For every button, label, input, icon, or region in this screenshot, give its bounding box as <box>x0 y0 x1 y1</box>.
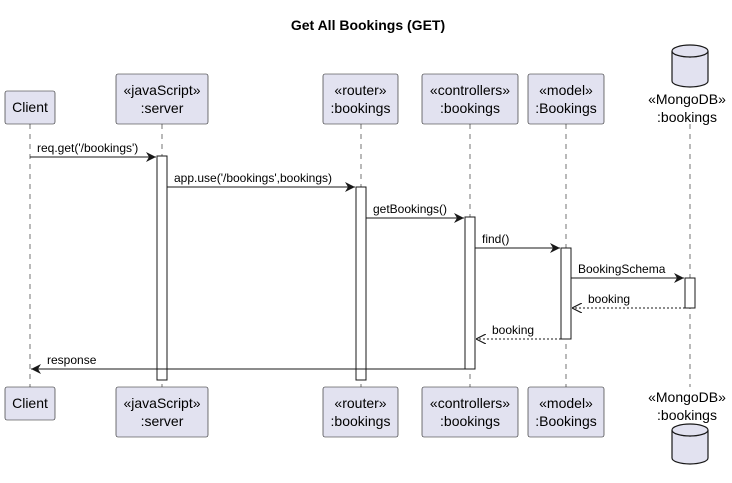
diagram-title: Get All Bookings (GET) <box>291 17 445 33</box>
participant-controllers-bottom: «controllers» :bookings <box>421 386 519 438</box>
participant-db-bottom: «MongoDB» :bookings <box>648 389 726 465</box>
svg-text:booking: booking <box>492 323 534 337</box>
activation-db <box>684 277 696 309</box>
svg-text::bookings: :bookings <box>657 109 717 125</box>
participant-controllers-top: «controllers» :bookings <box>421 73 519 125</box>
svg-text::bookings: :bookings <box>331 100 391 116</box>
participant-client-bottom: Client <box>4 386 56 421</box>
participant-server-top: «javaScript» :server <box>115 73 209 125</box>
svg-text::server: :server <box>141 100 184 116</box>
svg-text:booking: booking <box>588 292 630 306</box>
participant-db-top: «MongoDB» :bookings <box>648 44 726 125</box>
database-icon <box>671 423 709 465</box>
svg-text:«controllers»: «controllers» <box>430 82 510 98</box>
svg-text:«router»: «router» <box>334 82 386 98</box>
activation-model <box>560 247 572 340</box>
svg-text::bookings: :bookings <box>440 413 500 429</box>
participant-router-bottom: «router» :bookings <box>322 386 399 438</box>
svg-text:app.use('/bookings',bookings): app.use('/bookings',bookings) <box>174 171 332 185</box>
svg-text::bookings: :bookings <box>657 407 717 423</box>
svg-text::Bookings: :Bookings <box>535 100 596 116</box>
svg-text:«MongoDB»: «MongoDB» <box>648 389 726 405</box>
svg-text:«router»: «router» <box>334 395 386 411</box>
activation-controllers <box>464 216 476 370</box>
svg-text::bookings: :bookings <box>440 100 500 116</box>
message-app-use: app.use('/bookings',bookings) <box>167 171 355 192</box>
svg-text:Client: Client <box>12 99 48 115</box>
activation-server <box>156 155 168 381</box>
participant-router-top: «router» :bookings <box>322 73 399 125</box>
svg-text:«MongoDB»: «MongoDB» <box>648 91 726 107</box>
participant-model-bottom: «model» :Bookings <box>527 386 605 438</box>
svg-text:Client: Client <box>12 395 48 411</box>
svg-text:response: response <box>47 353 97 367</box>
svg-text::server: :server <box>141 413 184 429</box>
svg-text:req.get('/bookings'): req.get('/bookings') <box>37 141 138 155</box>
message-req-get: req.get('/bookings') <box>30 141 156 162</box>
database-icon <box>671 44 709 88</box>
svg-text:BookingSchema: BookingSchema <box>578 262 666 276</box>
message-return-booking-db: booking <box>572 292 685 308</box>
participant-model-top: «model» :Bookings <box>527 73 605 125</box>
svg-text:«javaScript»: «javaScript» <box>123 395 200 411</box>
message-find: find() <box>475 232 560 253</box>
svg-text:«javaScript»: «javaScript» <box>123 82 200 98</box>
message-get-bookings: getBookings() <box>366 202 464 223</box>
activation-router <box>355 186 367 381</box>
message-booking-schema: BookingSchema <box>571 262 684 283</box>
svg-text:«controllers»: «controllers» <box>430 395 510 411</box>
message-return-booking-model: booking <box>476 323 561 339</box>
svg-text::Bookings: :Bookings <box>535 413 596 429</box>
participant-client-top: Client <box>4 90 56 125</box>
participant-server-bottom: «javaScript» :server <box>115 386 209 438</box>
svg-text:getBookings(): getBookings() <box>373 202 447 216</box>
svg-text::bookings: :bookings <box>331 413 391 429</box>
message-response: response <box>31 353 465 374</box>
svg-text:«model»: «model» <box>539 395 593 411</box>
svg-text:«model»: «model» <box>539 82 593 98</box>
svg-text:find(): find() <box>482 232 509 246</box>
